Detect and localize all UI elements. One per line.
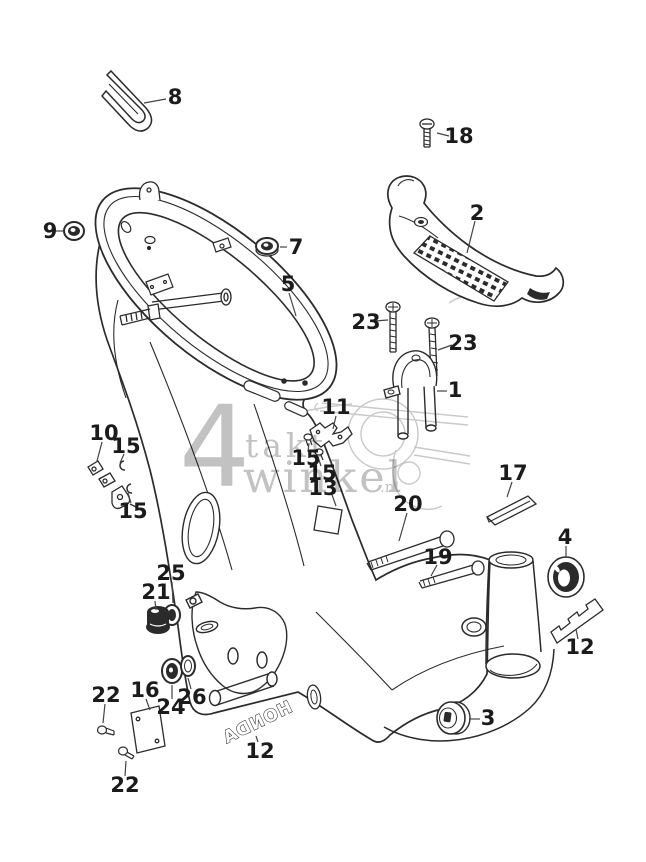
- frame-crease-lines: [113, 299, 555, 742]
- part-3-plug: [436, 701, 471, 735]
- part-callout: 15: [307, 461, 336, 485]
- part-callout: 12: [565, 635, 594, 659]
- part-callout: 15: [111, 434, 140, 458]
- part-callout: 18: [444, 124, 473, 148]
- part-callout: 2: [470, 201, 485, 225]
- frame-cross-shaft: [119, 288, 232, 326]
- part-21-nut: [146, 606, 170, 634]
- part-callout: 22: [91, 683, 120, 707]
- frame-rear-tube: [461, 551, 542, 679]
- part-7-grommet: [255, 237, 279, 257]
- part-callout: 8: [168, 85, 183, 109]
- part-15-clip-c: [119, 460, 126, 471]
- part-callout: 3: [481, 706, 496, 730]
- part-callout: 22: [110, 773, 139, 797]
- part-12-strip: [550, 598, 604, 644]
- part-callout: 13: [308, 476, 337, 500]
- part-22-screw-a: [96, 725, 115, 736]
- part-callout: 7: [289, 235, 304, 259]
- callout-labels: 8 18 2 9 7 5 23 23 1 11 15 15 13 10 15 1…: [43, 85, 595, 797]
- part-22-screw-b: [117, 746, 135, 760]
- frame-oval-hole: [181, 491, 221, 565]
- frame-lower-hole: [306, 684, 322, 710]
- part-17-plate: [485, 495, 538, 526]
- part-callout: 16: [130, 678, 159, 702]
- frame-vent-slots: [243, 380, 308, 417]
- part-2-step-rubber: [387, 175, 565, 308]
- part-26-ring: [180, 655, 196, 677]
- part-1-pipe-bracket: [383, 350, 438, 440]
- part-callout: 10: [89, 421, 118, 445]
- part-callout: 19: [423, 545, 452, 569]
- part-callout: 11: [321, 395, 350, 419]
- part-19-bolt: [418, 560, 485, 589]
- part-10-clip-set: [87, 460, 141, 510]
- part-callout: 1: [448, 378, 463, 402]
- part-callout: 24: [156, 695, 185, 719]
- frame-top-tab: [138, 181, 161, 201]
- part-callout: 17: [498, 461, 527, 485]
- part-15-screw-a: [303, 433, 313, 447]
- part-callout: 23: [448, 331, 477, 355]
- part-9-grommet: [63, 221, 85, 241]
- part-13-plate: [313, 505, 343, 535]
- frame-body: [94, 181, 555, 743]
- part-callout: 5: [281, 272, 296, 296]
- part-8-channel-clip: [101, 69, 153, 132]
- step-grip-pad: [412, 235, 509, 302]
- frame-inner-details: [120, 220, 308, 386]
- part-callout: 21: [141, 580, 170, 604]
- part-24-grommet: [161, 658, 183, 684]
- part-callout: 15: [118, 499, 147, 523]
- part-callout: 12: [245, 739, 274, 763]
- part-4-oil-seal: [547, 556, 585, 598]
- callout-leader-lines: [56, 98, 579, 777]
- part-callout: 26: [177, 685, 206, 709]
- part-callout: 4: [558, 525, 573, 549]
- part-callout: 20: [393, 492, 422, 516]
- part-15-clip-d: [126, 483, 133, 494]
- part-callout: 15: [291, 446, 320, 470]
- swingarm-bracket: [185, 591, 288, 707]
- part-11-bracket: [309, 422, 353, 448]
- part-23-screw-left: [385, 301, 401, 353]
- part-callout: 9: [43, 219, 58, 243]
- part-callout: 25: [156, 561, 185, 585]
- part-20-bolt: [366, 530, 455, 571]
- part-callout: 23: [351, 310, 380, 334]
- part-18-screw: [419, 118, 435, 148]
